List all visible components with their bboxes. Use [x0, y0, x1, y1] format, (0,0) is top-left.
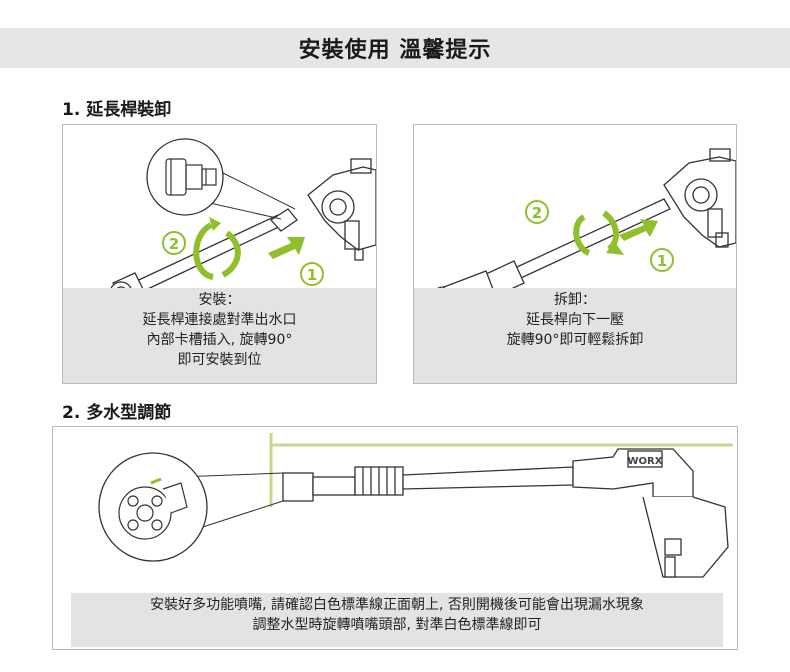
- install-caption-line-1: 安裝：: [198, 292, 241, 308]
- install-caption-line-3: 內部卡槽插入, 旋轉90°: [146, 332, 293, 348]
- remove-step-1-label: 1: [657, 252, 667, 270]
- zoom-detail-circle: [146, 138, 224, 216]
- remove-caption-line-3: 旋轉90°即可輕鬆拆卸: [506, 332, 644, 348]
- spray-pattern-panel: WORX 安裝好多功能噴嘴, 請確認白色標準線正面朝上, 否則開機後可能會出現漏…: [52, 426, 738, 650]
- spray-caption-line-1: 安裝好多功能噴嘴, 請確認白色標準線正面朝上, 否則開機後可能會出現漏水現象: [150, 597, 644, 613]
- remove-panel: 2 1 拆卸： 延長桿向下一壓 旋轉90°即可輕鬆拆卸: [413, 124, 737, 384]
- install-caption-line-2: 延長桿連接處對準出水口: [142, 312, 297, 328]
- brand-plate: [627, 450, 663, 468]
- install-panel: 2 1 安裝： 延長桿連接處對準出水口 內部卡槽插入, 旋轉90° 即可安裝到位: [62, 124, 377, 384]
- spray-caption: 安裝好多功能噴嘴, 請確認白色標準線正面朝上, 否則開機後可能會出現漏水現象 調…: [71, 593, 723, 647]
- section-title-extension-rod: 1. 延長桿裝卸: [62, 100, 172, 120]
- page-header: 安裝使用 溫馨提示: [0, 28, 790, 68]
- section-title-spray-pattern: 2. 多水型調節: [62, 403, 172, 423]
- install-caption: 安裝： 延長桿連接處對準出水口 內部卡槽插入, 旋轉90° 即可安裝到位: [63, 288, 376, 383]
- install-step-2-label: 2: [169, 235, 179, 253]
- spray-caption-line-2: 調整水型時旋轉噴嘴頭部, 對準白色標準線即可: [252, 617, 542, 633]
- install-caption-line-4: 即可安裝到位: [177, 352, 262, 368]
- remove-caption-line-2: 延長桿向下一壓: [526, 312, 624, 328]
- install-step-1-label: 1: [307, 266, 317, 284]
- spray-illustration: WORX: [98, 433, 733, 578]
- remove-caption-line-1: 拆卸：: [554, 292, 596, 308]
- brand-mark: WORX: [628, 456, 663, 467]
- remove-caption: 拆卸： 延長桿向下一壓 旋轉90°即可輕鬆拆卸: [414, 288, 736, 383]
- remove-step-2-label: 2: [532, 204, 542, 222]
- page-title: 安裝使用 溫馨提示: [298, 38, 492, 63]
